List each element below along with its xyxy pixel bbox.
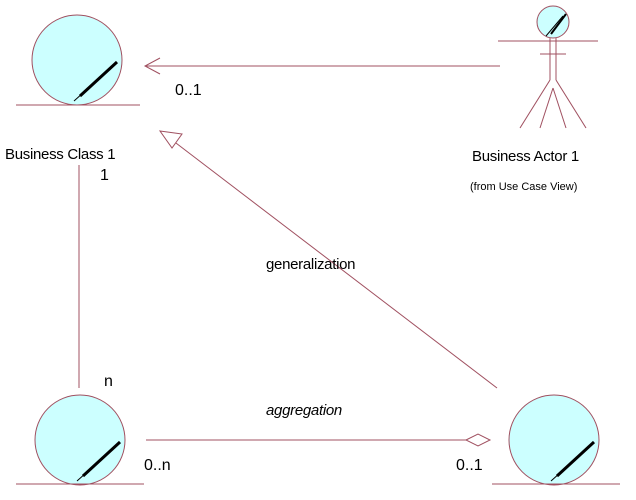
actor-association-multiplicity: 0..1: [175, 82, 202, 99]
aggregation-diamond: [464, 433, 492, 447]
generalization-label: generalization: [266, 256, 356, 273]
class-association-multiplicity-source: 1: [100, 167, 109, 184]
bottom-right-entity-node[interactable]: [492, 394, 620, 486]
generalization-edge[interactable]: [158, 130, 498, 389]
business-actor-1-node[interactable]: [498, 5, 598, 129]
association-actor-to-class[interactable]: [143, 57, 500, 75]
aggregation-label: aggregation: [266, 402, 342, 419]
business-actor-1-note: (from Use Case View): [470, 181, 578, 193]
open-arrowhead: [143, 57, 161, 75]
aggregation-multiplicity-part: 0..n: [144, 457, 171, 474]
business-class-1-node[interactable]: [16, 14, 140, 106]
bottom-left-entity-node[interactable]: [16, 394, 144, 486]
generalization-triangle-arrowhead: [158, 130, 183, 149]
class-association-multiplicity-target: n: [104, 373, 113, 390]
business-actor-1-name: Business Actor 1: [472, 148, 579, 165]
business-class-1-name: Business Class 1: [5, 146, 116, 163]
aggregation-edge[interactable]: [146, 433, 492, 447]
aggregation-multiplicity-whole: 0..1: [456, 457, 483, 474]
